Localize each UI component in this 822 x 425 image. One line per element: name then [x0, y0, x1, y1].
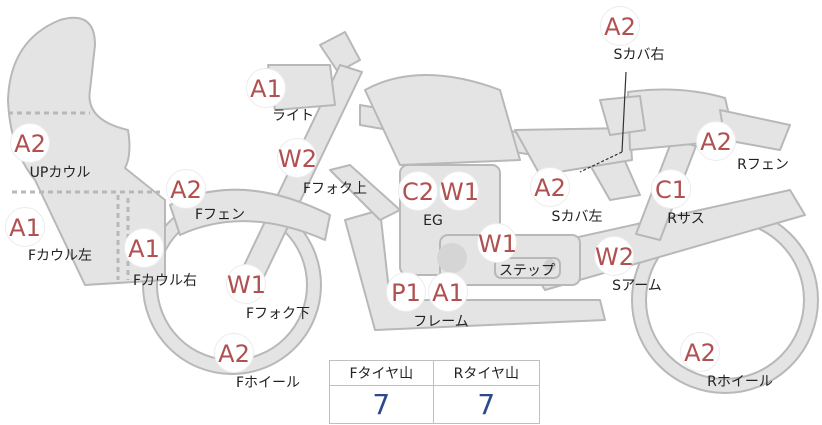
grade-fcowl-left: A1 [5, 207, 45, 247]
grade-scover-left: A2 [530, 167, 570, 207]
front-tire-tread-value: 7 [329, 385, 434, 424]
part-label-rwheel: Rホイール [707, 374, 773, 390]
step-shape [494, 257, 561, 279]
part-label-step: ステップ [499, 263, 555, 279]
rear-tire-tread-header: Rタイヤ山 [432, 360, 541, 386]
part-label-eg: EG [423, 213, 443, 229]
grade-frame-1: P1 [386, 272, 426, 312]
tank-shape [364, 74, 521, 166]
tire-tread-table: Fタイヤ山 Rタイヤ山 7 7 [329, 360, 541, 424]
grade-eg-2: W1 [439, 171, 479, 211]
part-label-rfender: Rフェン [737, 157, 789, 173]
part-label-upcowl: UPカウル [29, 165, 91, 181]
part-label-light: ライト [272, 108, 314, 124]
rear-tire-tread-value: 7 [432, 385, 541, 424]
front-tire-tread-header: Fタイヤ山 [329, 360, 434, 386]
grade-rwheel: A2 [680, 332, 720, 372]
grade-ffork-bottom: W1 [226, 264, 266, 304]
scover-right-leader-dash [579, 151, 623, 173]
part-label-fcowl-right: Fカウル右 [132, 273, 198, 289]
step-mark [544, 259, 556, 271]
grade-scover-right: A2 [600, 6, 640, 46]
part-label-scover-right: Sカバ右 [613, 47, 665, 63]
grade-ffender: A2 [166, 169, 206, 209]
cowl-shape [7, 16, 166, 286]
part-label-scover-left: Sカバ左 [551, 209, 603, 225]
grade-step: W1 [477, 223, 517, 263]
grade-fcowl-right: A1 [124, 228, 164, 268]
handlebar-shape [319, 31, 361, 73]
grade-eg-1: C2 [398, 171, 438, 211]
part-label-rsus: Rサス [667, 211, 705, 227]
grade-light: A1 [246, 68, 286, 108]
part-label-sarm: Sアーム [612, 278, 662, 294]
grade-rfender: A2 [696, 121, 736, 161]
grade-upcowl: A2 [10, 123, 50, 163]
grade-rsus: C1 [651, 169, 691, 209]
part-label-ffork-bottom: Fフォク下 [245, 306, 311, 322]
grade-sarm: W2 [594, 236, 634, 276]
part-label-fwheel: Fホイール [235, 375, 301, 391]
grade-fwheel: A2 [214, 333, 254, 373]
engine-mark [437, 243, 467, 273]
grade-frame-2: A1 [428, 272, 468, 312]
grade-ffork-top: W2 [277, 138, 317, 178]
part-label-ffork-top: Fフォク上 [302, 181, 368, 197]
part-label-fcowl-left: Fカウル左 [27, 248, 93, 264]
part-label-ffender: Fフェン [194, 207, 246, 223]
side-cover-shape [514, 127, 633, 176]
scover-right-leader [621, 71, 627, 153]
part-label-frame: フレーム [413, 314, 469, 330]
subframe-shape [599, 95, 646, 136]
front-fender-shape [169, 188, 331, 241]
